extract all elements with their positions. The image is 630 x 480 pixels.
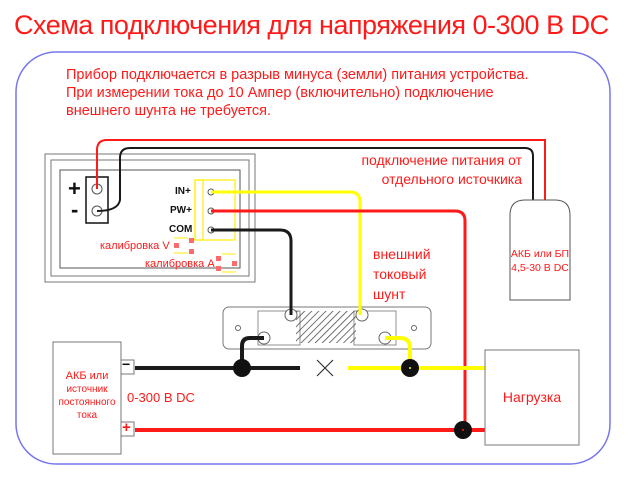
shunt-yellow-lead xyxy=(385,336,412,368)
aux-supply-label-line: 4,5-30 В DC xyxy=(511,262,569,274)
note-line: внешнего шунта не требуется. xyxy=(66,103,271,119)
pin-label-pw-plus: PW+ xyxy=(170,205,192,216)
aux-power-label: подключение питания от отдельного источк… xyxy=(344,151,522,189)
calibration-v-pads[interactable] xyxy=(174,237,194,254)
source-label-line: постоянного xyxy=(58,397,116,408)
diagram-frame xyxy=(15,51,611,465)
break-cross-icon xyxy=(316,359,334,377)
aux-power-label-line: подключение питания от xyxy=(361,152,522,168)
shunt-label: внешний токовый шунт xyxy=(373,244,431,304)
shunt-label-line: токовый xyxy=(373,266,427,282)
note-line: При измерении тока до 10 Ампер (включите… xyxy=(66,85,494,101)
source-label-line: источник xyxy=(66,384,108,395)
junction-dot xyxy=(233,359,251,377)
shunt-black-lead xyxy=(240,336,264,368)
voltage-range-label: 0-300 В DC xyxy=(127,390,195,405)
source-box xyxy=(52,341,122,455)
shunt-label-line: внешний xyxy=(373,246,431,262)
pin-label-in-plus: IN+ xyxy=(175,186,191,197)
source-minus-terminal xyxy=(120,359,135,375)
calibration-a-pads[interactable] xyxy=(216,253,237,273)
aux-red-wire xyxy=(96,139,546,200)
source-label-line: АКБ или xyxy=(65,370,109,382)
source-plus-terminal xyxy=(120,421,135,437)
aux-power-label-line: отдельного источкика xyxy=(381,171,522,187)
minus-sign: - xyxy=(71,197,79,222)
aux-supply-label: АКБ или БП 4,5-30 В DC xyxy=(510,247,570,275)
calibration-a-label: калибровка A xyxy=(145,258,215,270)
current-shunt xyxy=(222,306,432,350)
source-label: АКБ или источник постоянного тока xyxy=(53,370,121,422)
source-label-line: тока xyxy=(76,410,98,421)
load-label: Нагрузка xyxy=(502,389,562,405)
installation-note: Прибор подключается в разрыв минуса (зем… xyxy=(66,66,529,120)
source-plus-sign: + xyxy=(122,419,131,436)
page-title: Схема подключения для напряжения 0-300 В… xyxy=(14,10,609,40)
plus-sign: + xyxy=(68,176,81,201)
pw-plus-red-wire xyxy=(211,209,467,430)
aux-supply-label-line: АКБ или БП xyxy=(510,248,570,260)
note-line: Прибор подключается в разрыв минуса (зем… xyxy=(66,67,529,83)
source-minus-sign: − xyxy=(122,356,131,372)
calibration-v-label: калибровка V xyxy=(100,240,170,252)
aux-supply-box xyxy=(509,199,571,301)
in-plus-yellow-wire xyxy=(211,190,362,315)
com-black-wire xyxy=(211,228,293,315)
load-box xyxy=(484,349,580,446)
aux-black-wire xyxy=(96,147,534,212)
pin-label-com: COM xyxy=(169,224,193,235)
shunt-label-line: шунт xyxy=(373,286,406,302)
